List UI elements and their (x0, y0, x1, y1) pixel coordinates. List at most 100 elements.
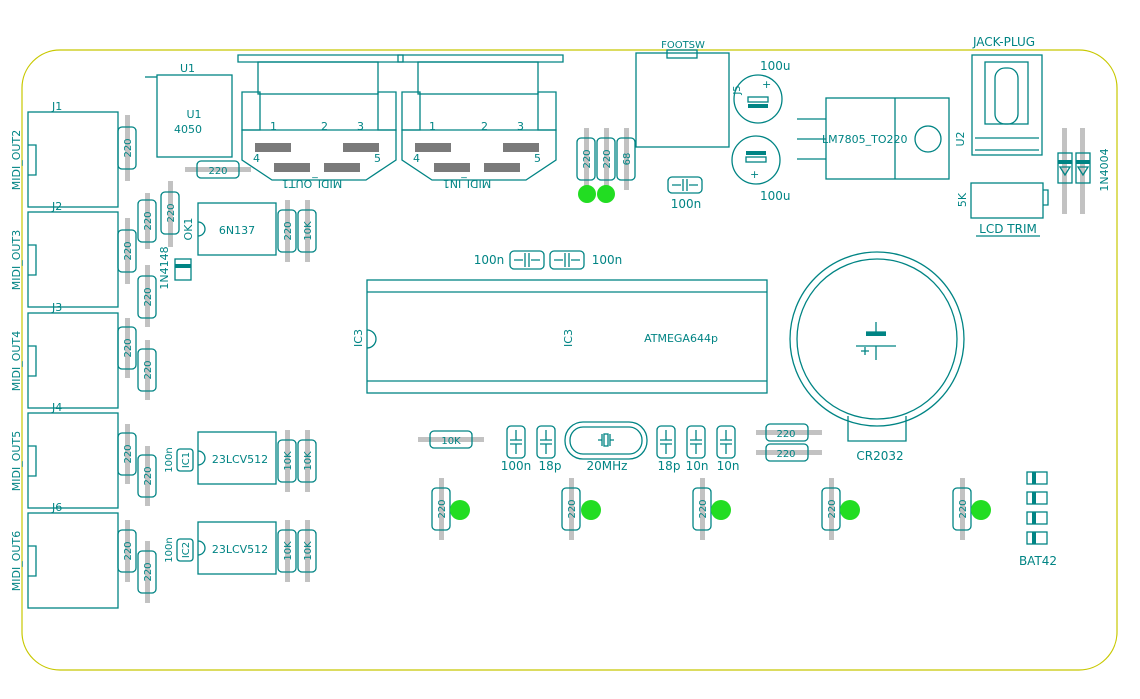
resistor: 220 (137, 265, 157, 327)
svg-text:220: 220 (776, 449, 795, 460)
resistor: 220 (117, 115, 137, 181)
svg-text:220: 220 (143, 562, 154, 581)
svg-text:U1: U1 (186, 108, 201, 121)
svg-text:4: 4 (413, 152, 420, 165)
led (597, 185, 615, 203)
svg-text:220: 220 (698, 499, 709, 518)
resistor: 10K (277, 430, 297, 492)
svg-text:100u: 100u (760, 189, 791, 203)
svg-text:2: 2 (321, 120, 328, 133)
resistor: 220 (160, 181, 180, 247)
connector-j3: J3 MIDI_OUT4 (10, 301, 119, 409)
cap-electrolytic-2: + 100u (731, 135, 791, 203)
capacitor: 10n (716, 425, 740, 473)
svg-text:MIDI_IN1: MIDI_IN1 (443, 177, 491, 190)
svg-text:100u: 100u (760, 59, 791, 73)
svg-text:100n: 100n (501, 459, 532, 473)
footswitch: FOOTSW (635, 40, 730, 148)
svg-text:100n: 100n (592, 253, 623, 267)
svg-text:JACK-PLUG: JACK-PLUG (972, 35, 1035, 49)
svg-text:220: 220 (602, 149, 613, 168)
svg-text:MIDI_OUT2: MIDI_OUT2 (10, 130, 23, 190)
resistor: 220 (952, 478, 972, 540)
capacitor: 100n (667, 176, 703, 211)
svg-text:220: 220 (776, 429, 795, 440)
svg-text:10K: 10K (303, 221, 314, 241)
svg-text:3: 3 (517, 120, 524, 133)
chip-u1: U1 U1 4050 (145, 62, 233, 158)
svg-text:LCD TRIM: LCD TRIM (979, 222, 1037, 236)
svg-text:MIDI_OUT1: MIDI_OUT1 (282, 177, 342, 190)
svg-text:J4: J4 (51, 401, 62, 414)
svg-text:FOOTSW: FOOTSW (661, 40, 705, 51)
mcu-ic3: IC3 IC3 ATMEGA644p (352, 279, 768, 394)
svg-text:1N4004: 1N4004 (1098, 148, 1111, 191)
svg-text:J5: J5 (732, 85, 743, 95)
svg-text:20MHz: 20MHz (587, 459, 628, 473)
led (711, 500, 731, 520)
svg-text:U1: U1 (180, 62, 195, 75)
resistor: 220 (185, 160, 251, 179)
jack-plug: JACK-PLUG (971, 35, 1043, 156)
connector-j6: J6 MIDI_OUT6 (10, 501, 119, 609)
resistor: 68 (616, 128, 636, 190)
svg-text:MIDI_OUT4: MIDI_OUT4 (10, 331, 23, 391)
memory-chip-ic1: 23LCV512 IC1 100n (164, 431, 277, 485)
svg-text:LM7805_TO220: LM7805_TO220 (822, 133, 908, 146)
svg-text:OK1: OK1 (182, 218, 195, 241)
resistor: 220 (137, 340, 157, 400)
resistor: 220 (277, 200, 297, 262)
diode-1n4004: 1N4004 (1057, 128, 1111, 214)
svg-text:+: + (750, 168, 759, 181)
resistor: 220 (117, 318, 137, 378)
diodes-bat42: BAT42 (1019, 471, 1057, 568)
svg-text:100n: 100n (164, 447, 175, 472)
svg-text:IC1: IC1 (181, 452, 192, 468)
svg-text:220: 220 (123, 541, 134, 560)
svg-text:220: 220 (143, 287, 154, 306)
svg-text:IC3: IC3 (562, 329, 575, 347)
svg-text:10K: 10K (283, 451, 294, 471)
resistor: 220 (756, 443, 822, 462)
resistor: 220 (137, 193, 157, 249)
regulator-u2: LM7805_TO220 U2 (797, 97, 967, 180)
resistor: 10K (418, 430, 484, 449)
svg-text:5: 5 (374, 152, 381, 165)
capacitor: 100n (549, 250, 623, 270)
svg-text:220: 220 (123, 444, 134, 463)
resistor: 220 (561, 478, 581, 540)
svg-text:10n: 10n (717, 459, 740, 473)
svg-text:220: 220 (143, 360, 154, 379)
capacitor: 18p (536, 425, 561, 473)
svg-text:220: 220 (143, 466, 154, 485)
svg-text:10K: 10K (303, 451, 314, 471)
svg-text:220: 220 (582, 149, 593, 168)
resistor: 220 (117, 424, 137, 484)
svg-text:220: 220 (123, 138, 134, 157)
svg-text:IC2: IC2 (181, 542, 192, 558)
resistor: 220 (692, 478, 712, 540)
svg-text:23LCV512: 23LCV512 (212, 453, 268, 466)
svg-text:220: 220 (123, 241, 134, 260)
resistor: 220 (137, 446, 157, 506)
svg-text:U2: U2 (954, 131, 967, 146)
svg-text:220: 220 (208, 166, 227, 177)
svg-text:J2: J2 (51, 200, 62, 213)
crystal: 20MHz (564, 421, 648, 473)
svg-text:10K: 10K (441, 436, 461, 447)
svg-text:220: 220 (567, 499, 578, 518)
connector-j2: J2 MIDI_OUT3 (10, 200, 119, 308)
capacitor: 100n (501, 425, 532, 473)
svg-text:5K: 5K (956, 192, 969, 207)
svg-text:ATMEGA644p: ATMEGA644p (644, 332, 718, 345)
svg-text:+: + (762, 78, 771, 91)
svg-text:1N4148: 1N4148 (158, 246, 171, 289)
resistor: 220 (596, 128, 616, 190)
board-edge (21, 49, 1118, 671)
resistor: 10K (277, 520, 297, 582)
svg-text:220: 220 (123, 338, 134, 357)
svg-text:CR2032: CR2032 (856, 449, 903, 463)
svg-text:220: 220 (958, 499, 969, 518)
led (971, 500, 991, 520)
